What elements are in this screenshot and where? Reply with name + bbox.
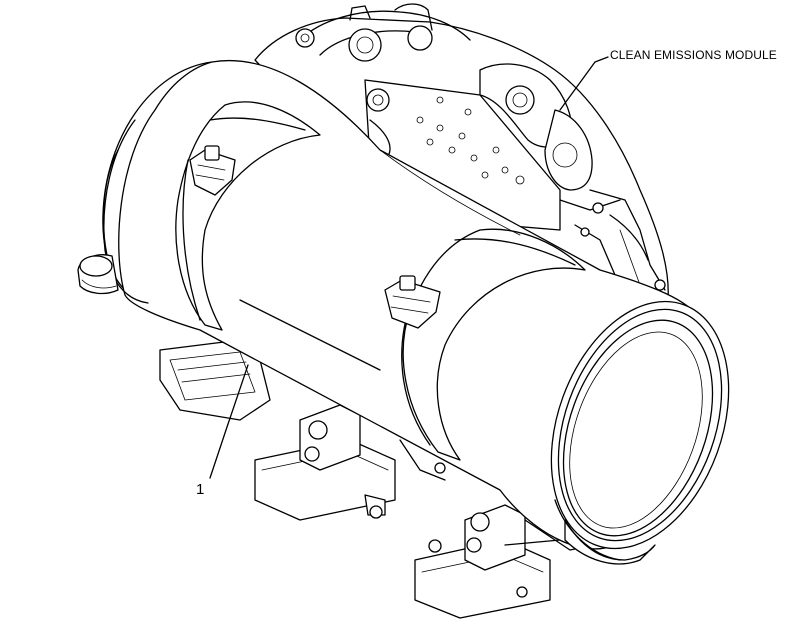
module-leader-line: [559, 56, 609, 111]
callout-1-leader: [209, 364, 249, 479]
callout-number-1: 1: [196, 481, 205, 498]
cem-cylinder: [102, 60, 730, 565]
left-knob: [77, 254, 119, 295]
bolt-holes: [416, 96, 525, 185]
clean-emissions-module-label: CLEAN EMISSIONS MODULE: [610, 48, 777, 62]
engine-block: [254, 3, 669, 301]
mount-brackets: [159, 339, 596, 619]
